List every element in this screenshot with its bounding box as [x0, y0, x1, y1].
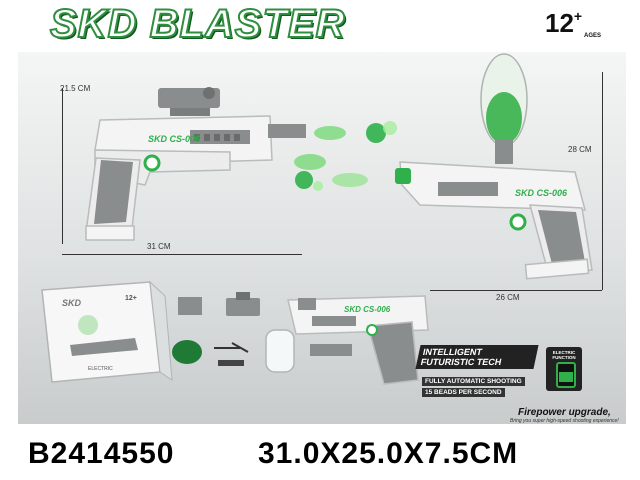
- feature-title: INTELLIGENT FUTURISTIC TECH: [415, 345, 539, 369]
- side-blaster: [395, 53, 593, 280]
- box-age: 12+: [125, 295, 137, 302]
- muzzle: [268, 124, 306, 138]
- grip-panel: [94, 160, 133, 224]
- box-logo: SKD: [62, 298, 82, 308]
- accessory-bottle: [265, 329, 295, 373]
- age-badge: 12+: [545, 8, 582, 39]
- brand-logo: SKD BLASTER: [49, 1, 346, 47]
- slogan-main: Firepower upgrade,: [518, 407, 611, 418]
- grip-base: [85, 225, 135, 241]
- dim-main-height: 21.5 CM: [60, 84, 91, 93]
- accessory-beads: [172, 340, 202, 364]
- accessory-charger: [214, 342, 249, 353]
- hopper-neck: [495, 140, 513, 164]
- bottom-blaster: [287, 295, 429, 385]
- electric-label: ELECTRIC FUNCTION: [552, 350, 576, 360]
- width-line-right: [430, 290, 602, 291]
- package-box: [41, 280, 173, 383]
- width-line-left: [62, 254, 302, 255]
- accessory-adapter: [178, 297, 202, 315]
- gun-marking-left: SKD CS-006: [148, 134, 201, 144]
- dim-side-length: 26 CM: [496, 293, 520, 302]
- item-code: B2414550: [28, 437, 175, 470]
- accessory-muzzle: [310, 344, 352, 356]
- gun-marking-right: SKD CS-006: [515, 188, 568, 198]
- dim-side-height: 28 CM: [568, 145, 592, 154]
- package-size: 31.0X25.0X7.5CM: [258, 437, 519, 470]
- accessory-scope: [226, 298, 260, 316]
- height-line-right: [602, 72, 603, 290]
- height-line-left: [62, 88, 63, 244]
- bead-splashes: [294, 121, 397, 191]
- main-blaster: [85, 87, 306, 241]
- battery-fill: [559, 372, 573, 382]
- dim-main-length: 31 CM: [147, 242, 171, 251]
- scope-mount: [170, 108, 210, 116]
- age-label: AGES: [584, 33, 602, 39]
- gun-marking-bottom: SKD CS-006: [344, 305, 391, 314]
- box-side-text: ELECTRIC: [88, 366, 113, 372]
- feature-line-2: 15 BEADS PER SECOND: [422, 388, 505, 397]
- trigger-ring: [143, 154, 161, 172]
- feature-line-1: FULLY AUTOMATIC SHOOTING: [422, 377, 525, 386]
- age-plus: +: [573, 8, 583, 24]
- side-muzzle: [395, 168, 411, 184]
- age-number: 12: [545, 8, 574, 38]
- slogan-sub: Bring you super high-speed shooting expe…: [510, 418, 619, 424]
- side-rail: [438, 182, 498, 196]
- scope-knob: [203, 87, 215, 99]
